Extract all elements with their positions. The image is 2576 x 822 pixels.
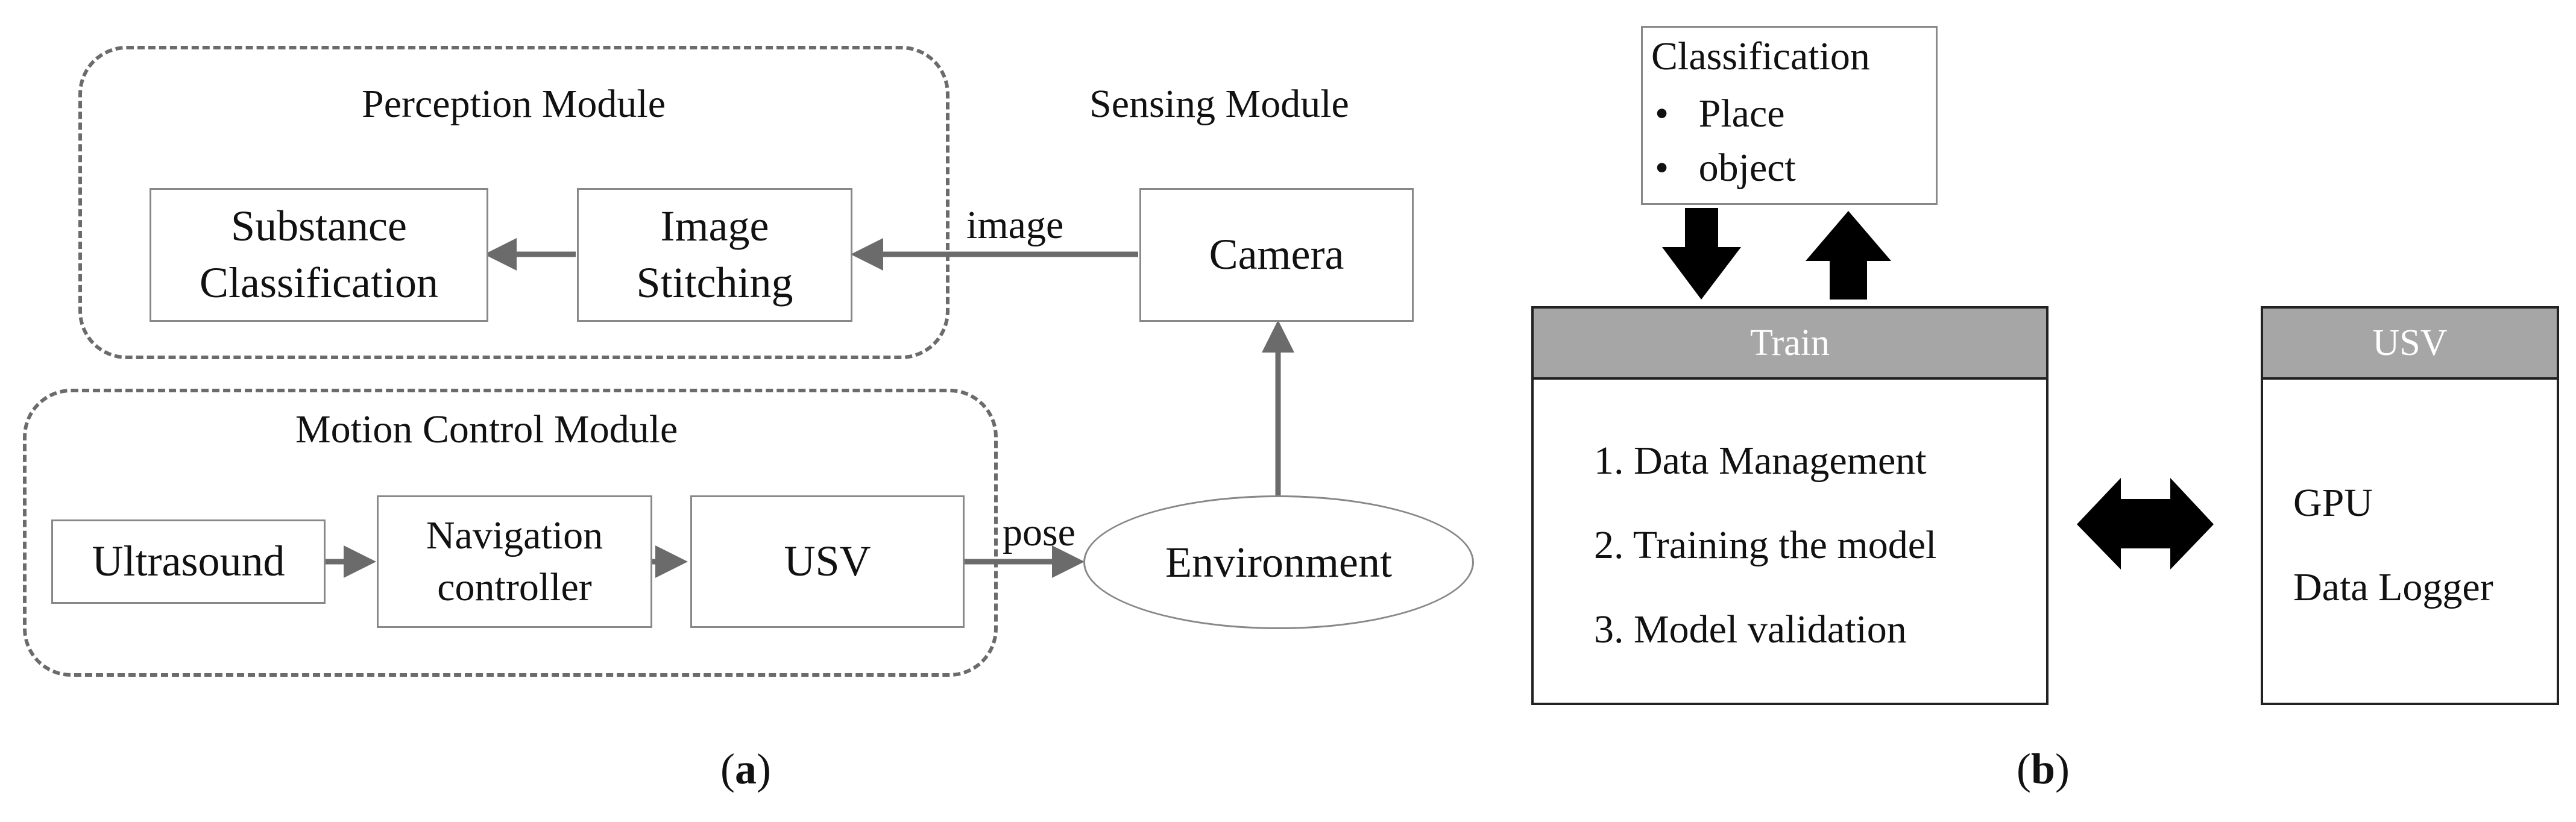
bidirectional-block-arrow — [2077, 478, 2214, 569]
classification-title: Classification — [1651, 34, 1870, 78]
navigation-controller-line-2: controller — [437, 565, 592, 609]
train-header: Train — [1534, 309, 2046, 380]
caption-b-close: ) — [2055, 745, 2070, 793]
environment-ellipse: Environment — [1083, 495, 1474, 629]
navigation-controller-line-1: Navigation — [426, 513, 603, 558]
classification-item-object: • object — [1655, 145, 1796, 191]
navigation-controller-box: Navigation controller — [377, 495, 652, 628]
caption-a: (a) — [720, 744, 771, 794]
classification-box: Classification • Place • object — [1641, 26, 1938, 205]
down-block-arrow — [1662, 208, 1741, 300]
image-edge-label: image — [966, 203, 1064, 247]
usv-item-gpu: GPU — [2293, 481, 2373, 525]
motion-control-module-label: Motion Control Module — [295, 407, 678, 451]
usv-device-header: USV — [2263, 309, 2557, 380]
caption-a-letter: a — [734, 745, 757, 793]
perception-module-group — [78, 46, 949, 359]
substance-classification-box: Substance Classification — [150, 188, 488, 322]
train-box: Train 1. Data Management 2. Training the… — [1531, 306, 2049, 705]
caption-a-close: ) — [756, 745, 771, 793]
environment-label: Environment — [1165, 538, 1392, 586]
ultrasound-box: Ultrasound — [51, 519, 326, 604]
pose-edge-label: pose — [1003, 510, 1075, 554]
classification-item-place-label: Place — [1698, 92, 1785, 136]
caption-b-open: ( — [2017, 745, 2031, 793]
substance-classification-line-2: Classification — [200, 259, 438, 307]
usv-item-data-logger: Data Logger — [2293, 565, 2493, 609]
usv-box: USV — [690, 495, 965, 628]
image-stitching-line-2: Stitching — [636, 259, 793, 307]
camera-label: Camera — [1209, 230, 1344, 279]
up-block-arrow — [1806, 211, 1891, 300]
caption-b-letter: b — [2030, 745, 2056, 793]
ultrasound-label: Ultrasound — [92, 537, 285, 586]
sensing-module-label: Sensing Module — [1089, 82, 1349, 126]
motion-control-module-group — [23, 389, 998, 677]
image-stitching-box: Image Stitching — [577, 188, 852, 322]
train-item-3: 3. Model validation — [1594, 607, 1907, 651]
substance-classification-line-1: Substance — [231, 202, 407, 251]
camera-box: Camera — [1139, 188, 1414, 322]
usv-device-box: USV GPU Data Logger — [2261, 306, 2559, 705]
bullet-icon: • — [1655, 92, 1699, 136]
caption-a-open: ( — [720, 745, 735, 793]
caption-b: (b) — [2017, 744, 2070, 794]
classification-item-object-label: object — [1698, 146, 1796, 190]
bullet-icon: • — [1655, 146, 1699, 190]
image-stitching-line-1: Image — [660, 202, 769, 251]
classification-item-place: • Place — [1655, 91, 1785, 137]
perception-module-label: Perception Module — [362, 82, 666, 126]
train-item-2: 2. Training the model — [1594, 523, 1937, 567]
usv-label: USV — [784, 537, 871, 586]
train-item-1: 1. Data Management — [1594, 439, 1927, 483]
